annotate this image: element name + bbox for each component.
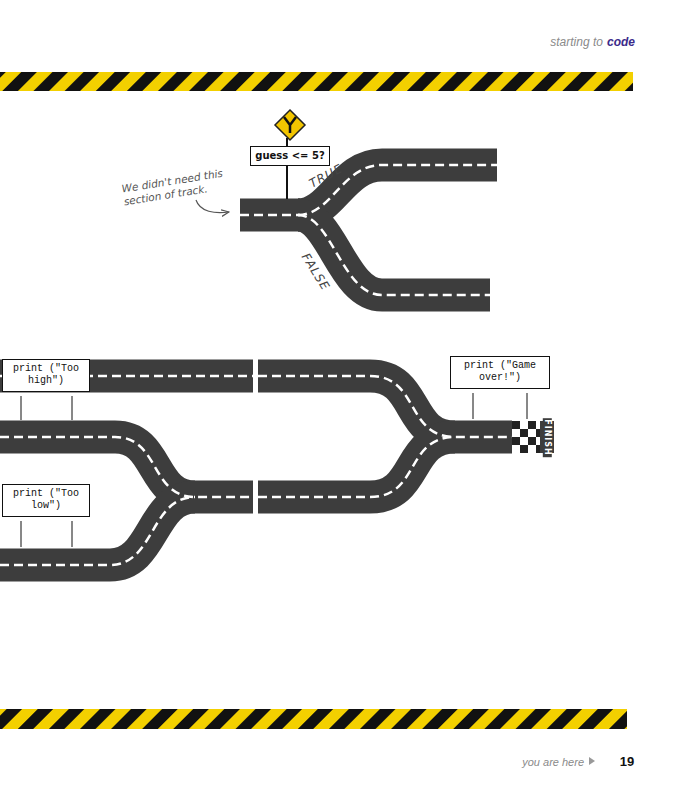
sign-posts [21,393,527,547]
road [258,437,455,497]
road [0,360,253,393]
sign-box: guess <= 5? [250,146,329,167]
finish-label: FINISH [542,418,551,457]
lane-marking [258,437,455,497]
sign-text: print ("Game over!") [455,360,545,385]
road [298,215,490,295]
code-sign: print ("Game over!") [450,356,550,389]
running-head: starting to [550,35,603,49]
hazard-stripe [0,709,627,729]
page-number: 19 [620,754,634,769]
footer-triangle [589,757,595,765]
running-head: code [607,35,635,49]
running-head-group: starting to code [550,32,635,50]
lane-marking [240,214,300,217]
sign-text: print ("Too low") [7,488,85,513]
lane-marking [298,215,490,295]
sign-text: print ("Too high") [7,363,85,388]
fork-symbol [284,117,296,133]
footer-text: you are here [522,756,584,768]
code-sign: print ("Too low") [2,484,90,517]
code-sign: print ("Too high") [2,359,90,392]
sign-text: guess <= 5? [255,150,324,163]
road [240,199,300,232]
hazard-stripe [0,72,633,91]
note-arrow [196,200,229,213]
finish-checker [512,421,540,453]
road-sign [275,110,305,140]
handwritten-note: We didn't need this section of track. [121,164,245,208]
